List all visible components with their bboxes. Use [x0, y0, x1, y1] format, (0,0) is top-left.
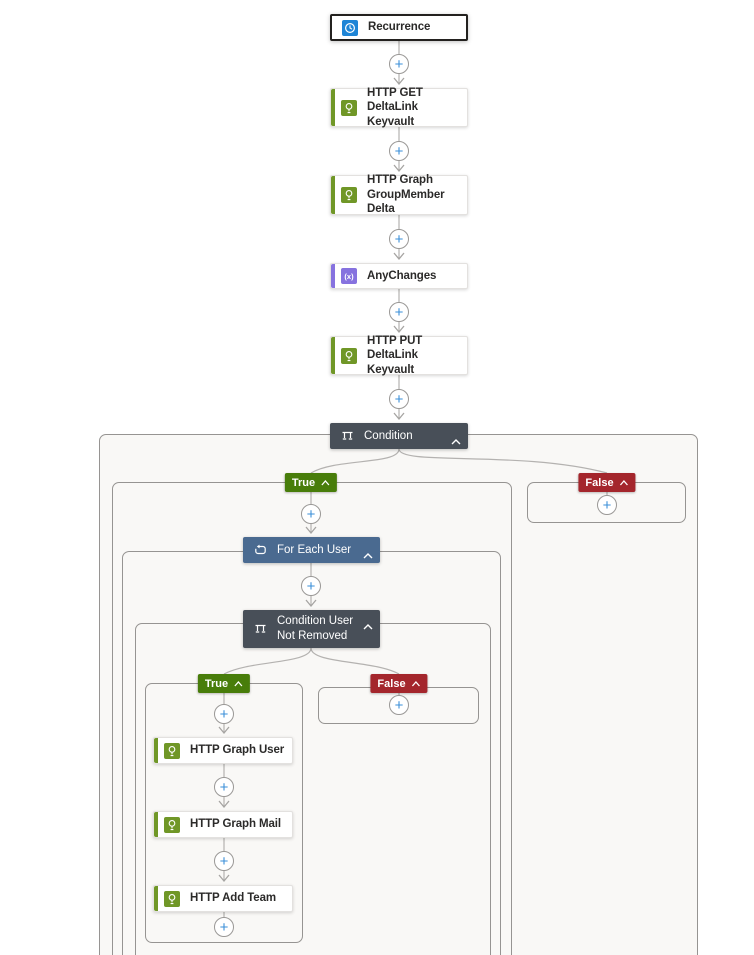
scope-header-for-each-user[interactable]: For Each User: [243, 537, 380, 563]
foreach-loop-icon: [252, 544, 268, 556]
plus-icon: +: [394, 142, 404, 160]
scope-header-condition[interactable]: Condition: [330, 423, 468, 449]
scope-header-label: Condition: [364, 429, 413, 442]
collapse-chevron-icon[interactable]: [234, 680, 243, 687]
action-card-anychanges[interactable]: (x) AnyChanges: [330, 263, 468, 289]
http-accent-bar: [331, 89, 335, 126]
scope-header-label: Condition User Not Removed: [277, 615, 354, 642]
http-accent-bar: [154, 886, 158, 911]
plus-icon: +: [219, 918, 229, 936]
card-label: HTTP Graph Mail: [190, 818, 281, 831]
variables-icon: (x): [341, 268, 357, 284]
collapse-chevron-icon[interactable]: [451, 432, 461, 450]
insert-step-button[interactable]: +: [214, 851, 234, 871]
recurrence-clock-icon: [342, 19, 358, 36]
plus-icon: +: [219, 705, 229, 723]
collapse-chevron-icon[interactable]: [363, 617, 373, 635]
insert-step-button[interactable]: +: [214, 777, 234, 797]
http-accent-bar: [331, 337, 335, 374]
plus-icon: +: [394, 303, 404, 321]
trigger-card-recurrence[interactable]: Recurrence: [330, 14, 468, 41]
plus-icon: +: [219, 852, 229, 870]
http-icon: [164, 890, 180, 907]
insert-step-button[interactable]: +: [214, 917, 234, 937]
plus-icon: +: [394, 55, 404, 73]
http-icon: [341, 347, 357, 364]
card-label: HTTP PUT DeltaLink Keyvault: [367, 334, 423, 376]
true-branch-badge[interactable]: True: [284, 473, 338, 492]
plus-icon: +: [602, 496, 612, 514]
card-label: HTTP Graph GroupMember Delta: [367, 174, 445, 216]
scope-header-condition-user-not-removed[interactable]: Condition User Not Removed: [243, 610, 380, 648]
http-icon: [341, 99, 357, 116]
insert-step-button[interactable]: +: [301, 576, 321, 596]
badge-label: False: [377, 677, 406, 690]
plus-icon: +: [306, 505, 316, 523]
badge-label: False: [585, 476, 614, 489]
http-accent-bar: [331, 176, 335, 214]
insert-step-button[interactable]: +: [389, 389, 409, 409]
action-card-http-graph-mail[interactable]: HTTP Graph Mail: [153, 811, 293, 838]
plus-icon: +: [394, 696, 404, 714]
http-icon: [164, 816, 180, 833]
false-branch-badge[interactable]: False: [578, 473, 636, 492]
card-label: Recurrence: [368, 21, 431, 34]
http-icon: [164, 742, 180, 759]
collapse-chevron-icon[interactable]: [620, 479, 629, 486]
insert-step-button[interactable]: +: [389, 695, 409, 715]
condition-icon: [252, 623, 268, 635]
insert-step-button[interactable]: +: [389, 229, 409, 249]
badge-label: True: [204, 677, 229, 690]
card-label: HTTP Add Team: [190, 892, 277, 905]
insert-step-button[interactable]: +: [389, 54, 409, 74]
plus-icon: +: [394, 230, 404, 248]
plus-icon: +: [219, 778, 229, 796]
action-card-http-graph-user[interactable]: HTTP Graph User: [153, 737, 293, 764]
http-icon: [341, 187, 357, 203]
insert-step-button[interactable]: +: [301, 504, 321, 524]
http-accent-bar: [154, 812, 158, 837]
badge-label: True: [291, 476, 316, 489]
scope-header-label: For Each User: [277, 543, 352, 556]
insert-step-button[interactable]: +: [597, 495, 617, 515]
insert-step-button[interactable]: +: [389, 302, 409, 322]
condition-icon: [339, 430, 355, 442]
collapse-chevron-icon[interactable]: [363, 546, 373, 564]
collapse-chevron-icon[interactable]: [321, 479, 330, 486]
plus-icon: +: [306, 577, 316, 595]
plus-icon: +: [394, 390, 404, 408]
insert-step-button[interactable]: +: [389, 141, 409, 161]
collapse-chevron-icon[interactable]: [412, 680, 421, 687]
true-branch-badge-inner[interactable]: True: [197, 674, 251, 693]
action-card-http-add-team[interactable]: HTTP Add Team: [153, 885, 293, 912]
http-accent-bar: [154, 738, 158, 763]
false-branch-badge-inner[interactable]: False: [370, 674, 428, 693]
action-card-http-graph-groupmember-delta[interactable]: HTTP Graph GroupMember Delta: [330, 174, 468, 216]
variables-accent-bar: [331, 264, 335, 288]
insert-step-button[interactable]: +: [214, 704, 234, 724]
action-card-http-put-deltalink-keyvault[interactable]: HTTP PUT DeltaLink Keyvault: [330, 334, 468, 376]
card-label: HTTP GET DeltaLink Keyvault: [367, 86, 423, 128]
card-label: AnyChanges: [367, 269, 437, 282]
card-label: HTTP Graph User: [190, 744, 285, 757]
action-card-http-get-deltalink-keyvault[interactable]: HTTP GET DeltaLink Keyvault: [330, 86, 468, 128]
